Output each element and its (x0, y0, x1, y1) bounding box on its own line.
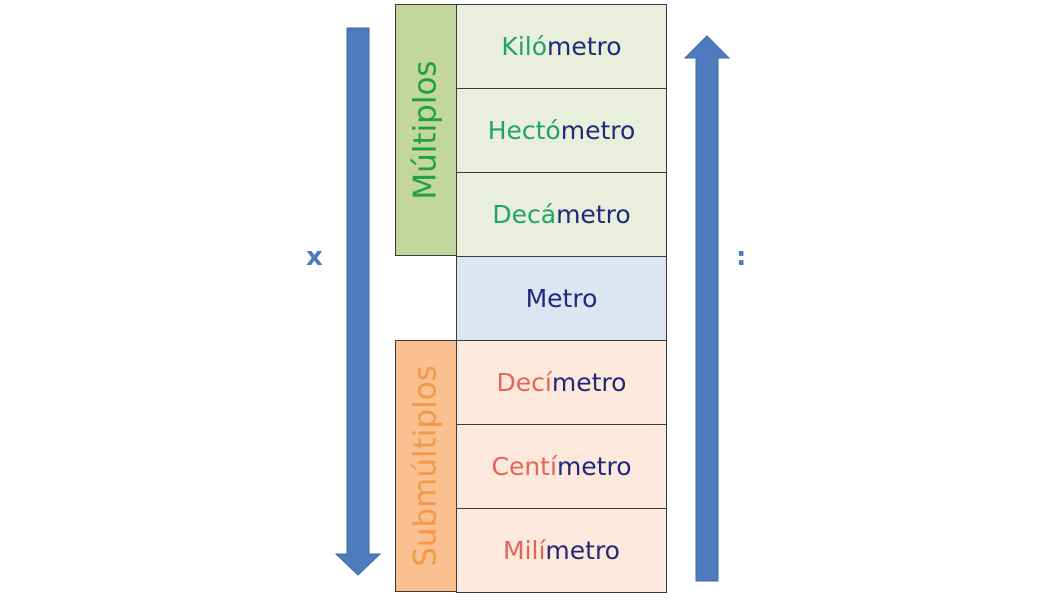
unit-prefix: Centí (491, 452, 557, 481)
unit-prefix: Milí (503, 536, 546, 565)
submultiples-group-label: Submúltiplos (407, 365, 444, 567)
unit-base: metro (551, 368, 627, 397)
unit-base: metro (560, 116, 636, 145)
unit-base: metro (556, 452, 632, 481)
unit-metro: Metro (456, 256, 667, 341)
unit-prefix: Decí (496, 368, 552, 397)
arrow-up-icon (683, 35, 731, 582)
unit-base: Metro (525, 284, 598, 313)
submultiples-group: Submúltiplos (395, 340, 457, 592)
divide-label: : (736, 242, 747, 272)
unit-prefix: Decá (492, 200, 557, 229)
multiply-label: x (306, 242, 323, 272)
multiples-group: Múltiplos (395, 4, 457, 256)
unit-prefix: Hectó (487, 116, 561, 145)
unit-base: metro (547, 32, 622, 61)
multiples-group-label: Múltiplos (407, 60, 444, 200)
arrow-down-icon (334, 27, 382, 576)
unit-prefix: Kiló (501, 32, 548, 61)
arrow-up-shape (683, 35, 731, 582)
unit-base: metro (545, 536, 620, 565)
unit-base: metro (556, 200, 631, 229)
arrow-down-shape (334, 27, 382, 576)
